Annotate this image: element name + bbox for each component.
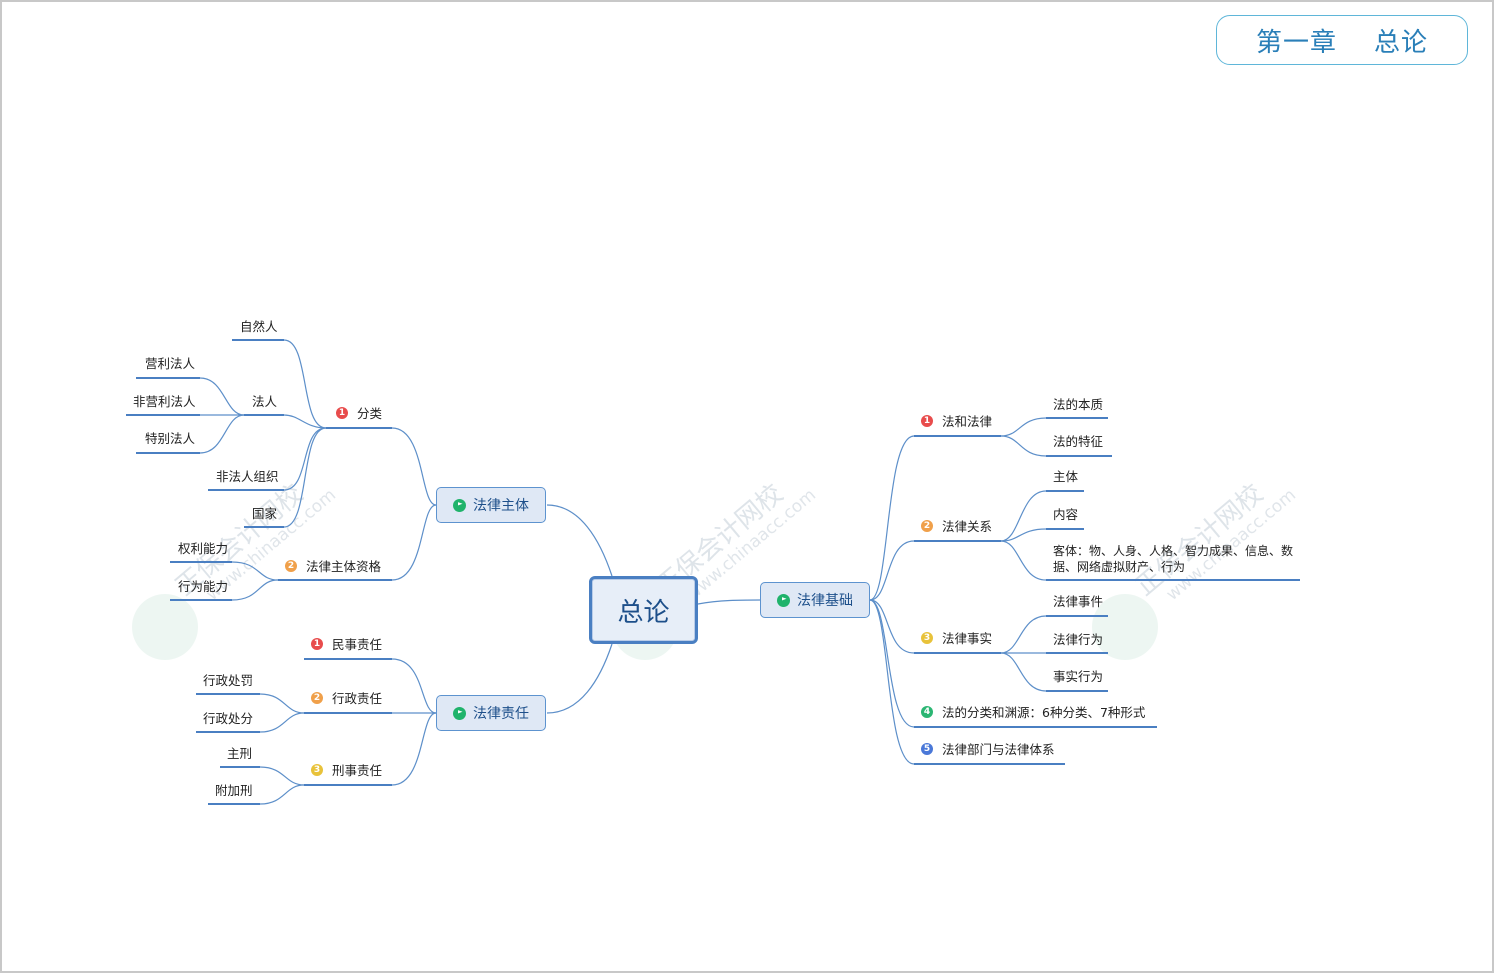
connector-root-basis xyxy=(697,599,761,605)
chapter-title: 第一章 总论 xyxy=(1216,15,1468,65)
topic-factual-act[interactable]: 事实行为 xyxy=(1053,669,1104,684)
topic-relation-object-line2[interactable]: 据、网络虚拟财产、行为 xyxy=(1053,560,1186,574)
topic-for-profit-legal-person[interactable]: 营利法人 xyxy=(145,356,196,371)
connector-root-subject xyxy=(546,504,613,577)
topic-supplementary-penalty[interactable]: 附加刑 xyxy=(215,783,253,798)
priority-2-icon: 2 xyxy=(311,692,323,704)
topic-law-departments-system[interactable]: 法律部门与法律体系 xyxy=(942,742,1055,757)
topic-law-classification-sources[interactable]: 法的分类和渊源：6种分类、7种形式 xyxy=(942,705,1146,720)
connector-basis-fact xyxy=(869,599,915,654)
flag-icon xyxy=(777,593,790,607)
connector-basis-law xyxy=(869,435,915,601)
topic-legal-fact[interactable]: 法律事实 xyxy=(942,631,993,646)
priority-1-icon: 1 xyxy=(311,638,323,650)
connector-subject-qualification xyxy=(391,504,437,581)
topic-legal-event[interactable]: 法律事件 xyxy=(1053,594,1104,609)
topic-non-profit-legal-person[interactable]: 非营利法人 xyxy=(133,394,196,409)
priority-2-icon: 2 xyxy=(285,560,297,572)
flag-icon xyxy=(453,706,466,720)
topic-relation-subject[interactable]: 主体 xyxy=(1053,469,1079,484)
priority-1-icon: 1 xyxy=(921,415,933,427)
topic-administrative-liability[interactable]: 行政责任 xyxy=(332,691,383,706)
topic-administrative-penalty[interactable]: 行政处罚 xyxy=(203,673,254,688)
topic-classification[interactable]: 分类 xyxy=(357,406,383,421)
topic-administrative-sanction[interactable]: 行政处分 xyxy=(203,711,254,726)
connector-subject-classification xyxy=(391,427,437,506)
topic-legal-person[interactable]: 法人 xyxy=(252,394,278,409)
priority-3-icon: 3 xyxy=(311,764,323,776)
priority-4-icon: 4 xyxy=(921,706,933,718)
branch-label: 法律责任 xyxy=(473,706,529,722)
priority-5-icon: 5 xyxy=(921,743,933,755)
topic-relation-content[interactable]: 内容 xyxy=(1053,507,1079,522)
topic-principal-penalty[interactable]: 主刑 xyxy=(227,746,253,761)
topic-civil-liability[interactable]: 民事责任 xyxy=(332,637,383,652)
topic-capacity-conduct[interactable]: 行为能力 xyxy=(178,579,229,594)
topic-state[interactable]: 国家 xyxy=(252,506,278,521)
branch-label: 法律主体 xyxy=(473,498,529,514)
topic-capacity-rights[interactable]: 权利能力 xyxy=(178,541,229,556)
connector-liability-criminal xyxy=(391,712,437,786)
branch-label: 法律基础 xyxy=(797,593,853,609)
priority-3-icon: 3 xyxy=(921,632,933,644)
priority-2-icon: 2 xyxy=(921,520,933,532)
topic-unincorporated-organization[interactable]: 非法人组织 xyxy=(216,469,279,484)
topic-natural-person[interactable]: 自然人 xyxy=(240,319,278,334)
root-node[interactable]: 总论 xyxy=(589,576,698,644)
branch-node-basis[interactable]: 法律基础 xyxy=(760,582,870,618)
topic-criminal-liability[interactable]: 刑事责任 xyxy=(332,763,383,778)
root-label: 总论 xyxy=(617,597,670,628)
branch-node-subject[interactable]: 法律主体 xyxy=(436,487,546,523)
topic-law-essence[interactable]: 法的本质 xyxy=(1053,397,1104,412)
connector-basis-relation xyxy=(869,540,915,601)
watermark-logo-icon xyxy=(132,594,198,660)
connector-basis-departments xyxy=(869,599,915,765)
topic-law-and-laws[interactable]: 法和法律 xyxy=(942,414,993,429)
topic-legal-relation[interactable]: 法律关系 xyxy=(942,519,993,534)
topic-legal-act[interactable]: 法律行为 xyxy=(1053,632,1104,647)
topic-law-features[interactable]: 法的特征 xyxy=(1053,434,1104,449)
topic-special-legal-person[interactable]: 特别法人 xyxy=(145,431,196,446)
branch-node-liability[interactable]: 法律责任 xyxy=(436,695,546,731)
connector-liability-civil xyxy=(391,658,437,714)
connector-root-liability xyxy=(546,643,613,714)
chapter-title-text: 第一章 总论 xyxy=(1255,27,1429,58)
topic-relation-object-line1[interactable]: 客体：物、人身、人格、智力成果、信息、数 xyxy=(1053,544,1294,558)
flag-icon xyxy=(453,498,466,512)
watermark-logo-icon xyxy=(1092,594,1158,660)
topic-subject-qualification[interactable]: 法律主体资格 xyxy=(306,559,382,574)
priority-1-icon: 1 xyxy=(336,407,348,419)
